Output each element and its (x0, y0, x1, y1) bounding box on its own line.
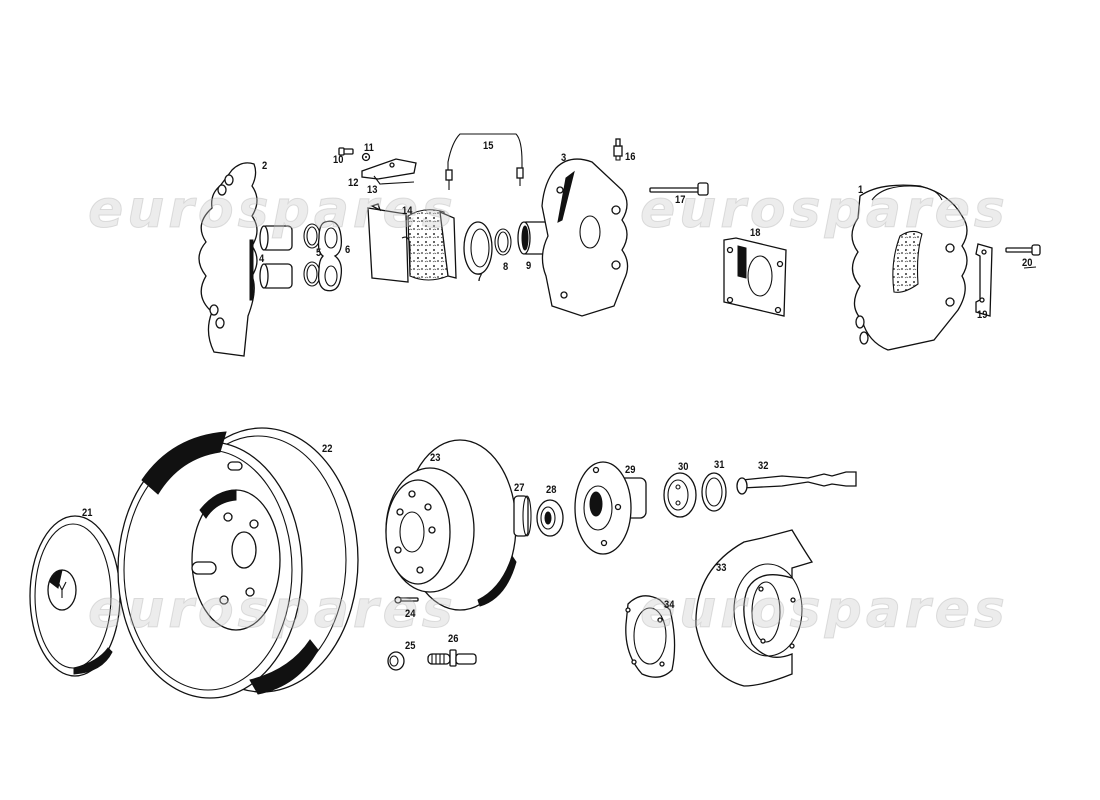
part-30-inner-bearing[interactable] (663, 472, 697, 518)
callout-11[interactable]: 11 (364, 142, 374, 154)
callout-17[interactable]: 17 (675, 194, 686, 206)
callout-30[interactable]: 30 (678, 461, 689, 473)
callout-34[interactable]: 34 (664, 599, 675, 611)
callout-14[interactable]: 14 (402, 205, 413, 217)
callout-22[interactable]: 22 (322, 443, 333, 455)
part-31-oil-seal[interactable] (701, 472, 727, 512)
callout-33[interactable]: 33 (716, 562, 727, 574)
callout-24[interactable]: 24 (405, 608, 416, 620)
callout-4[interactable]: 4 (259, 253, 265, 265)
part-2-caliper-half[interactable] (198, 162, 258, 357)
part-12-13-pad-retainer[interactable] (361, 158, 417, 185)
callout-25[interactable]: 25 (405, 640, 416, 652)
part-28-outer-bearing[interactable] (536, 499, 564, 537)
part-20-bolt[interactable] (1005, 244, 1041, 269)
callout-5[interactable]: 5 (316, 247, 322, 259)
callout-21[interactable]: 21 (82, 507, 93, 519)
part-11-washer[interactable] (361, 152, 371, 162)
part-27-spacer[interactable] (513, 495, 532, 537)
part-25-wheel-nut[interactable] (387, 651, 405, 671)
part-4-pistons[interactable] (259, 225, 293, 289)
callout-27[interactable]: 27 (514, 482, 525, 494)
part-29-wheel-hub[interactable] (574, 461, 647, 555)
callout-23[interactable]: 23 (430, 452, 441, 464)
callout-1[interactable]: 1 (858, 184, 864, 196)
part-17-caliper-bolt[interactable] (649, 182, 709, 196)
callout-10[interactable]: 10 (333, 154, 344, 166)
callout-26[interactable]: 26 (448, 633, 459, 645)
part-1-brake-caliper[interactable] (851, 184, 968, 351)
part-19-lock-plate[interactable] (975, 243, 993, 317)
callout-31[interactable]: 31 (714, 459, 725, 471)
part-8-piston-seal[interactable] (494, 228, 512, 256)
callout-32[interactable]: 32 (758, 460, 769, 472)
part-14-brake-pads[interactable] (367, 203, 457, 283)
part-3-caliper-half[interactable] (541, 158, 629, 317)
part-6-dust-boots[interactable] (317, 220, 343, 292)
part-22-wheel-rim[interactable] (117, 427, 359, 699)
callout-15[interactable]: 15 (483, 140, 494, 152)
part-10-bolt[interactable] (338, 147, 354, 156)
part-7-dust-boot[interactable] (463, 221, 493, 275)
part-15-bridge-pipe[interactable] (445, 133, 524, 190)
callout-16[interactable]: 16 (625, 151, 636, 163)
callout-19[interactable]: 19 (977, 309, 988, 321)
callout-18[interactable]: 18 (750, 227, 761, 239)
part-33-dust-shield[interactable] (695, 529, 814, 687)
callout-6[interactable]: 6 (345, 244, 351, 256)
callout-7[interactable]: 7 (477, 272, 483, 284)
callout-3[interactable]: 3 (561, 152, 567, 164)
callout-13[interactable]: 13 (367, 184, 378, 196)
part-34-gasket[interactable] (625, 595, 676, 678)
part-21-hub-cap[interactable] (29, 515, 121, 677)
part-32-stub-axle[interactable] (736, 471, 857, 495)
callout-28[interactable]: 28 (546, 484, 557, 496)
callout-9[interactable]: 9 (526, 260, 532, 272)
part-16-bleed-nipple[interactable] (613, 138, 623, 161)
callout-2[interactable]: 2 (262, 160, 268, 172)
callout-29[interactable]: 29 (625, 464, 636, 476)
callout-12[interactable]: 12 (348, 177, 359, 189)
callout-8[interactable]: 8 (503, 261, 509, 273)
callout-20[interactable]: 20 (1022, 257, 1033, 269)
part-23-brake-disc[interactable] (385, 439, 517, 611)
part-18-caliper-bracket[interactable] (723, 237, 787, 317)
part-26-wheel-stud[interactable] (427, 649, 477, 667)
part-24-bolt[interactable] (394, 596, 419, 604)
